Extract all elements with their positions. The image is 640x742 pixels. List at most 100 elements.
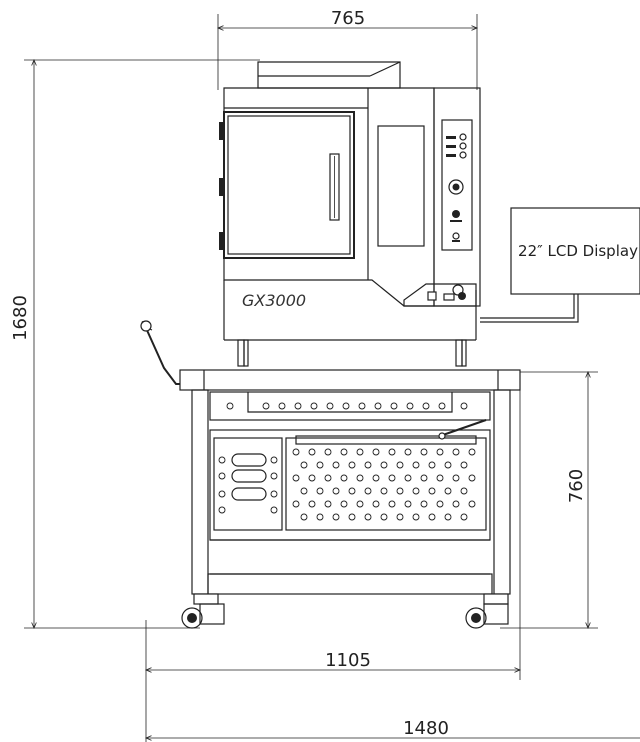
dimension-total-height: 1680 bbox=[10, 60, 260, 628]
emergency-stop bbox=[452, 232, 460, 240]
perforation-hole bbox=[316, 461, 324, 469]
perforation-hole bbox=[324, 500, 332, 508]
perforation-hole bbox=[218, 506, 226, 514]
total-height-label: 1680 bbox=[10, 295, 31, 341]
perforation-hole bbox=[332, 513, 340, 521]
perforation-hole bbox=[356, 500, 364, 508]
perforation-hole bbox=[324, 474, 332, 482]
perforation-hole bbox=[218, 472, 226, 480]
dimension-table-height: 760 bbox=[500, 372, 598, 628]
perforation-hole bbox=[436, 448, 444, 456]
perforation-hole bbox=[422, 402, 430, 410]
perforation-hole bbox=[460, 461, 468, 469]
perforation-hole bbox=[390, 402, 398, 410]
perforation-hole bbox=[348, 513, 356, 521]
perforation-hole bbox=[388, 448, 396, 456]
perforation-hole bbox=[372, 474, 380, 482]
perforation-hole bbox=[404, 448, 412, 456]
perforation-hole bbox=[364, 461, 372, 469]
lcd-display: 22″ LCD Display bbox=[510, 207, 640, 295]
perforation-hole bbox=[468, 500, 476, 508]
perforation-hole bbox=[438, 402, 446, 410]
perforation-hole bbox=[340, 500, 348, 508]
perforation-hole bbox=[348, 487, 356, 495]
perforation-hole bbox=[380, 461, 388, 469]
perforation-hole bbox=[428, 461, 436, 469]
perforation-hole bbox=[356, 448, 364, 456]
perforation-hole bbox=[308, 474, 316, 482]
table-top bbox=[179, 369, 521, 391]
perforation-hole bbox=[444, 487, 452, 495]
table-width-label: 1105 bbox=[325, 650, 371, 671]
perforation-hole bbox=[452, 474, 460, 482]
perforation-hole bbox=[428, 487, 436, 495]
perforation-hole bbox=[364, 487, 372, 495]
perforation-hole bbox=[444, 461, 452, 469]
perforation-hole bbox=[364, 513, 372, 521]
dimension-total-width: 1480 bbox=[146, 718, 640, 739]
model-label: GX3000 bbox=[242, 291, 306, 310]
display-cable bbox=[480, 294, 579, 323]
dimension-top-width: 765 bbox=[218, 8, 477, 90]
dimension-table-width: 1105 bbox=[146, 380, 520, 742]
perforation-hole bbox=[340, 448, 348, 456]
perforation-hole bbox=[468, 448, 476, 456]
power-button bbox=[452, 210, 460, 218]
perforation-hole bbox=[404, 500, 412, 508]
perforation-hole bbox=[372, 500, 380, 508]
perforation-hole bbox=[444, 513, 452, 521]
perforation-hole bbox=[388, 474, 396, 482]
perforation-hole bbox=[308, 448, 316, 456]
perforation-hole bbox=[452, 448, 460, 456]
perforation-hole bbox=[396, 513, 404, 521]
perforation-hole bbox=[356, 474, 364, 482]
perforation-hole bbox=[404, 474, 412, 482]
perforation-hole bbox=[310, 402, 318, 410]
cart bbox=[140, 320, 521, 629]
perforation-hole bbox=[388, 500, 396, 508]
perforation-hole bbox=[300, 461, 308, 469]
perforation-hole bbox=[300, 487, 308, 495]
perforation-hole bbox=[468, 474, 476, 482]
perforation-hole bbox=[374, 402, 382, 410]
perforation-hole bbox=[452, 500, 460, 508]
perforation-hole bbox=[428, 513, 436, 521]
perforation-hole bbox=[270, 490, 278, 498]
perforation-hole bbox=[278, 402, 286, 410]
perforation-hole bbox=[460, 487, 468, 495]
caster-right bbox=[465, 593, 509, 629]
perforation-hole bbox=[420, 474, 428, 482]
perforation-hole bbox=[292, 474, 300, 482]
perforation-hole bbox=[324, 448, 332, 456]
perforation-hole bbox=[436, 474, 444, 482]
perforation-hole bbox=[270, 506, 278, 514]
perforation-hole bbox=[396, 487, 404, 495]
perforation-hole bbox=[262, 402, 270, 410]
perforation-hole bbox=[316, 487, 324, 495]
perforation-hole bbox=[292, 500, 300, 508]
control-knob bbox=[448, 179, 464, 195]
perforation-hole bbox=[396, 461, 404, 469]
perforation-hole bbox=[332, 461, 340, 469]
control-panel bbox=[433, 87, 481, 307]
perforation-hole bbox=[412, 461, 420, 469]
perforation-hole bbox=[380, 487, 388, 495]
top-width-label: 765 bbox=[331, 8, 365, 29]
perforation-hole bbox=[270, 456, 278, 464]
perforation-hole bbox=[380, 513, 388, 521]
perforation-hole bbox=[436, 500, 444, 508]
perforation-hole bbox=[226, 402, 234, 410]
perforation-hole bbox=[340, 474, 348, 482]
oven-door bbox=[223, 111, 355, 259]
oven-unit: GX3000 bbox=[219, 61, 481, 367]
perforation-hole bbox=[358, 402, 366, 410]
perforation-hole bbox=[406, 402, 414, 410]
perforation-hole bbox=[270, 472, 278, 480]
perforation-hole bbox=[460, 513, 468, 521]
perforation-hole bbox=[308, 500, 316, 508]
perforation-hole bbox=[342, 402, 350, 410]
bottom-rail bbox=[207, 573, 493, 595]
caster-left bbox=[181, 593, 225, 629]
perforation-hole bbox=[412, 487, 420, 495]
